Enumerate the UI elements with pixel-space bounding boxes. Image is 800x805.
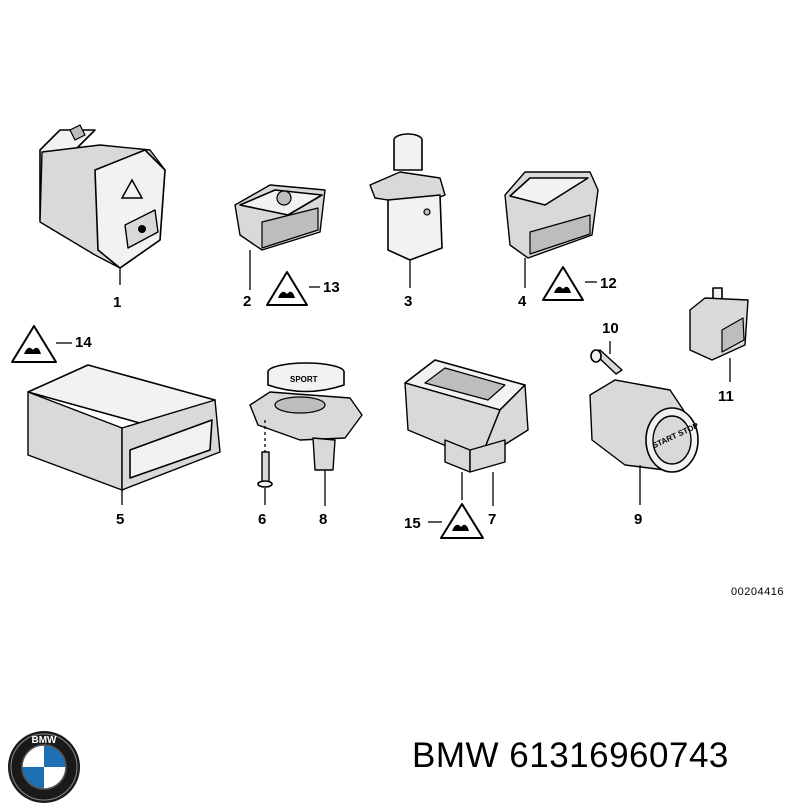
svg-text:SPORT: SPORT bbox=[290, 375, 318, 384]
warning-icon-13 bbox=[266, 271, 320, 306]
part-4-switch bbox=[504, 171, 599, 288]
callout-13: 13 bbox=[323, 279, 340, 296]
warning-icon-12 bbox=[542, 266, 597, 301]
callout-9: 9 bbox=[634, 511, 642, 528]
callout-3: 3 bbox=[404, 293, 412, 310]
part-9-start-stop-button: START STOP bbox=[589, 379, 701, 505]
callout-15: 15 bbox=[404, 515, 421, 532]
drawing-number: 00204416 bbox=[731, 586, 784, 598]
part-6-screw bbox=[257, 420, 273, 505]
part-7-switch bbox=[404, 359, 529, 506]
part-8-sport-button: SPORT bbox=[249, 362, 363, 506]
part-10-screw bbox=[590, 341, 623, 375]
callout-6: 6 bbox=[258, 511, 266, 528]
part-5-control-panel bbox=[27, 364, 221, 505]
callout-2: 2 bbox=[243, 293, 251, 310]
callout-7: 7 bbox=[488, 511, 496, 528]
callout-14: 14 bbox=[75, 334, 92, 351]
callout-12: 12 bbox=[600, 275, 617, 292]
callout-5: 5 bbox=[116, 511, 124, 528]
callout-1: 1 bbox=[113, 294, 121, 311]
callout-4: 4 bbox=[518, 293, 527, 310]
part-3-button bbox=[369, 133, 446, 288]
part-2-switch bbox=[234, 184, 326, 290]
part-11-switch bbox=[689, 287, 749, 382]
warning-icon-14 bbox=[11, 325, 72, 363]
part-number-label: BMW 61316960743 bbox=[412, 736, 729, 775]
callout-11: 11 bbox=[718, 388, 734, 405]
callout-8: 8 bbox=[319, 511, 327, 528]
warning-icon-15 bbox=[428, 503, 484, 539]
bmw-logo: BMW bbox=[8, 731, 80, 803]
svg-text:BMW: BMW bbox=[32, 735, 58, 746]
part-1-hazard-switch bbox=[39, 124, 166, 285]
callout-10: 10 bbox=[602, 320, 619, 337]
